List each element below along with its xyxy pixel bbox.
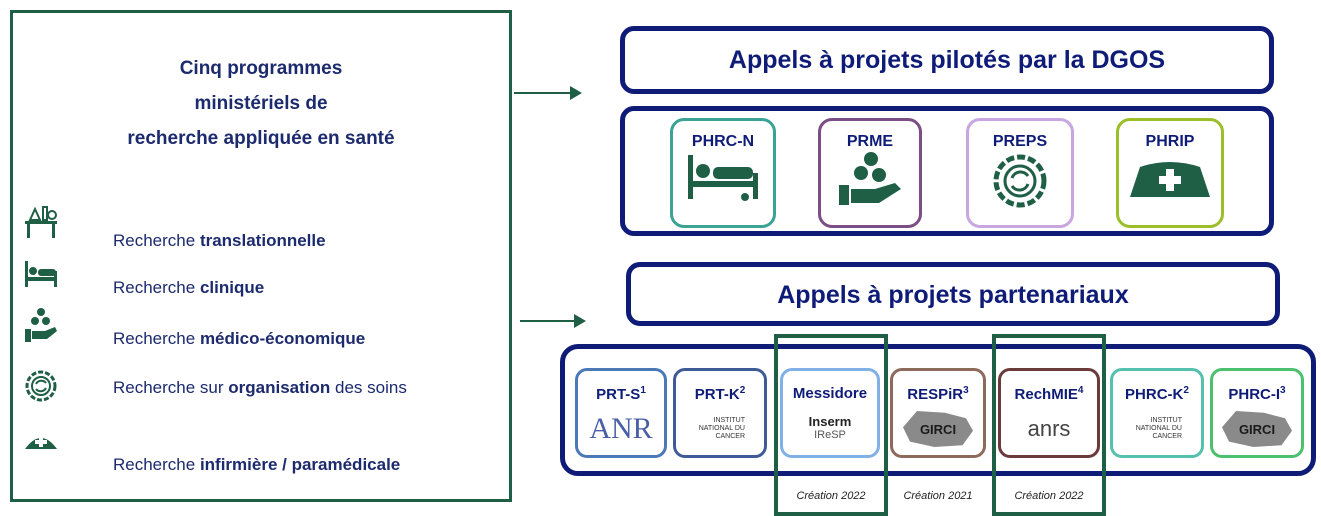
legend-translational: Recherche translationnelle xyxy=(113,231,483,251)
dgos-header-box: Appels à projets pilotés par la DGOS xyxy=(620,26,1274,94)
partner-footnote: 3 xyxy=(1280,385,1286,396)
program-card-phrip: PHRIP xyxy=(1116,118,1224,228)
anr-logo: ANR xyxy=(584,409,658,449)
partner-name: Messidore xyxy=(792,385,868,402)
gear-cycle-icon xyxy=(993,154,1047,208)
program-card-preps: PREPS xyxy=(966,118,1074,228)
partner-name: PHRC-I xyxy=(1228,386,1281,403)
partner-footnote: 4 xyxy=(1077,385,1084,396)
program-label: PRME xyxy=(846,133,894,150)
creation-label-respir: Création 2021 xyxy=(903,490,973,502)
partner-footnote: 1 xyxy=(640,385,646,396)
partner-card-messidore: Messidore Inserm IReSP xyxy=(780,368,880,458)
hospital-bed-icon xyxy=(688,155,758,201)
legend-prefix: Recherche xyxy=(113,278,200,297)
partner-label: PHRC-I3 xyxy=(1213,385,1301,403)
programs-legend-panel: Cinq programmes ministériels de recherch… xyxy=(10,10,512,502)
panel-title-line-1: Cinq programmes xyxy=(179,58,343,79)
partner-name: PRT-S xyxy=(596,386,641,403)
creation-frame-rechmie xyxy=(992,334,1106,516)
panel-title-line-3: recherche appliquée en santé xyxy=(127,128,395,149)
logo-text: GIRCI xyxy=(1238,421,1276,437)
legend-suffix: des soins xyxy=(330,378,407,397)
legend-prefix: Recherche xyxy=(113,231,200,250)
legend-prefix: Recherche sur xyxy=(113,378,229,397)
legend-medico-economic: Recherche médico-économique xyxy=(113,329,483,349)
gear-cycle-icon xyxy=(25,370,57,402)
partner-card-phrc-k: PHRC-K2 INSTITUT NATIONAL DU CANCER xyxy=(1110,368,1204,458)
panel-title-line-2: ministériels de xyxy=(194,93,328,114)
partner-header: Appels à projets partenariaux xyxy=(777,281,1129,309)
partner-card-phrc-i: PHRC-I3 GIRCI xyxy=(1210,368,1304,458)
legend-bold: médico-économique xyxy=(199,329,366,348)
legend-prefix: Recherche xyxy=(113,329,200,348)
hospital-bed-icon xyxy=(25,261,57,287)
inca-logo: INSTITUT NATIONAL DU CANCER xyxy=(1119,409,1195,449)
logo-text: INSTITUT NATIONAL DU CANCER xyxy=(1135,417,1182,440)
hand-coins-icon xyxy=(25,308,57,342)
arrow-to-dgos xyxy=(514,86,582,100)
panel-title: Cinq programmes ministériels de recherch… xyxy=(13,51,509,156)
program-card-phrc-n: PHRC-N xyxy=(670,118,776,228)
partner-footnote: 2 xyxy=(739,385,746,396)
creation-label-rechmie: Création 2022 xyxy=(1014,490,1084,502)
partner-card-prt-k: PRT-K2 INSTITUT NATIONAL DU CANCER xyxy=(673,368,767,458)
legend-bold: infirmière / paramédicale xyxy=(199,455,401,474)
logo-text: ANR xyxy=(589,412,653,445)
legend-nursing: Recherche infirmière / paramédicale xyxy=(113,455,483,475)
inca-logo: INSTITUT NATIONAL DU CANCER xyxy=(682,409,758,449)
legend-bold: translationnelle xyxy=(199,231,326,250)
legend-bold: organisation xyxy=(228,378,331,397)
program-label: PHRIP xyxy=(1145,133,1195,150)
partner-name: RESPiR xyxy=(907,386,964,403)
partner-label: PHRC-K2 xyxy=(1113,385,1201,403)
hand-coins-icon xyxy=(839,152,901,205)
partner-name: PHRC-K xyxy=(1125,386,1184,403)
legend-prefix: Recherche xyxy=(113,455,200,474)
legend-bold: clinique xyxy=(199,278,265,297)
logo-text: Inserm xyxy=(808,413,852,429)
anrs-logo: anrs xyxy=(1007,409,1091,449)
lab-bench-icon xyxy=(25,206,57,238)
program-label: PHRC-N xyxy=(691,133,755,150)
partner-label: Messidore xyxy=(783,385,877,402)
logo-text: GIRCI xyxy=(919,421,957,437)
logo-text: anrs xyxy=(1027,416,1071,441)
partner-name: RechMIE xyxy=(1014,386,1078,403)
program-card-prme: PRME xyxy=(818,118,922,228)
program-label: PREPS xyxy=(992,133,1048,150)
partner-label: PRT-K2 xyxy=(676,385,764,403)
partner-card-prt-s: PRT-S1 ANR xyxy=(575,368,667,458)
inserm-iresp-logo: Inserm IReSP xyxy=(789,405,871,449)
partner-footnote: 2 xyxy=(1183,385,1189,396)
nurse-cap-icon xyxy=(1130,162,1210,197)
creation-label-messidore: Création 2022 xyxy=(796,490,866,502)
logo-text-secondary: IReSP xyxy=(814,428,846,441)
girci-logo: GIRCI xyxy=(1219,409,1295,449)
partner-card-rechmie: RechMIE4 anrs xyxy=(998,368,1100,458)
legend-clinical: Recherche clinique xyxy=(113,278,483,298)
logo-text: INSTITUT NATIONAL DU CANCER xyxy=(698,417,745,440)
partner-name: PRT-K xyxy=(694,386,740,403)
partner-footnote: 3 xyxy=(963,385,969,396)
nurse-cap-icon xyxy=(25,436,57,449)
creation-frame-messidore xyxy=(774,334,888,516)
partner-label: RechMIE4 xyxy=(1001,385,1097,403)
partner-card-respir: RESPiR3 GIRCI xyxy=(890,368,986,458)
girci-logo: GIRCI xyxy=(899,409,977,449)
arrow-to-partner xyxy=(520,314,586,328)
partner-label: PRT-S1 xyxy=(578,385,664,403)
dgos-header: Appels à projets pilotés par la DGOS xyxy=(728,46,1166,74)
legend-organisation: Recherche sur organisation des soins xyxy=(113,378,413,398)
partner-label: RESPiR3 xyxy=(893,385,983,403)
partner-header-box: Appels à projets partenariaux xyxy=(626,262,1280,326)
